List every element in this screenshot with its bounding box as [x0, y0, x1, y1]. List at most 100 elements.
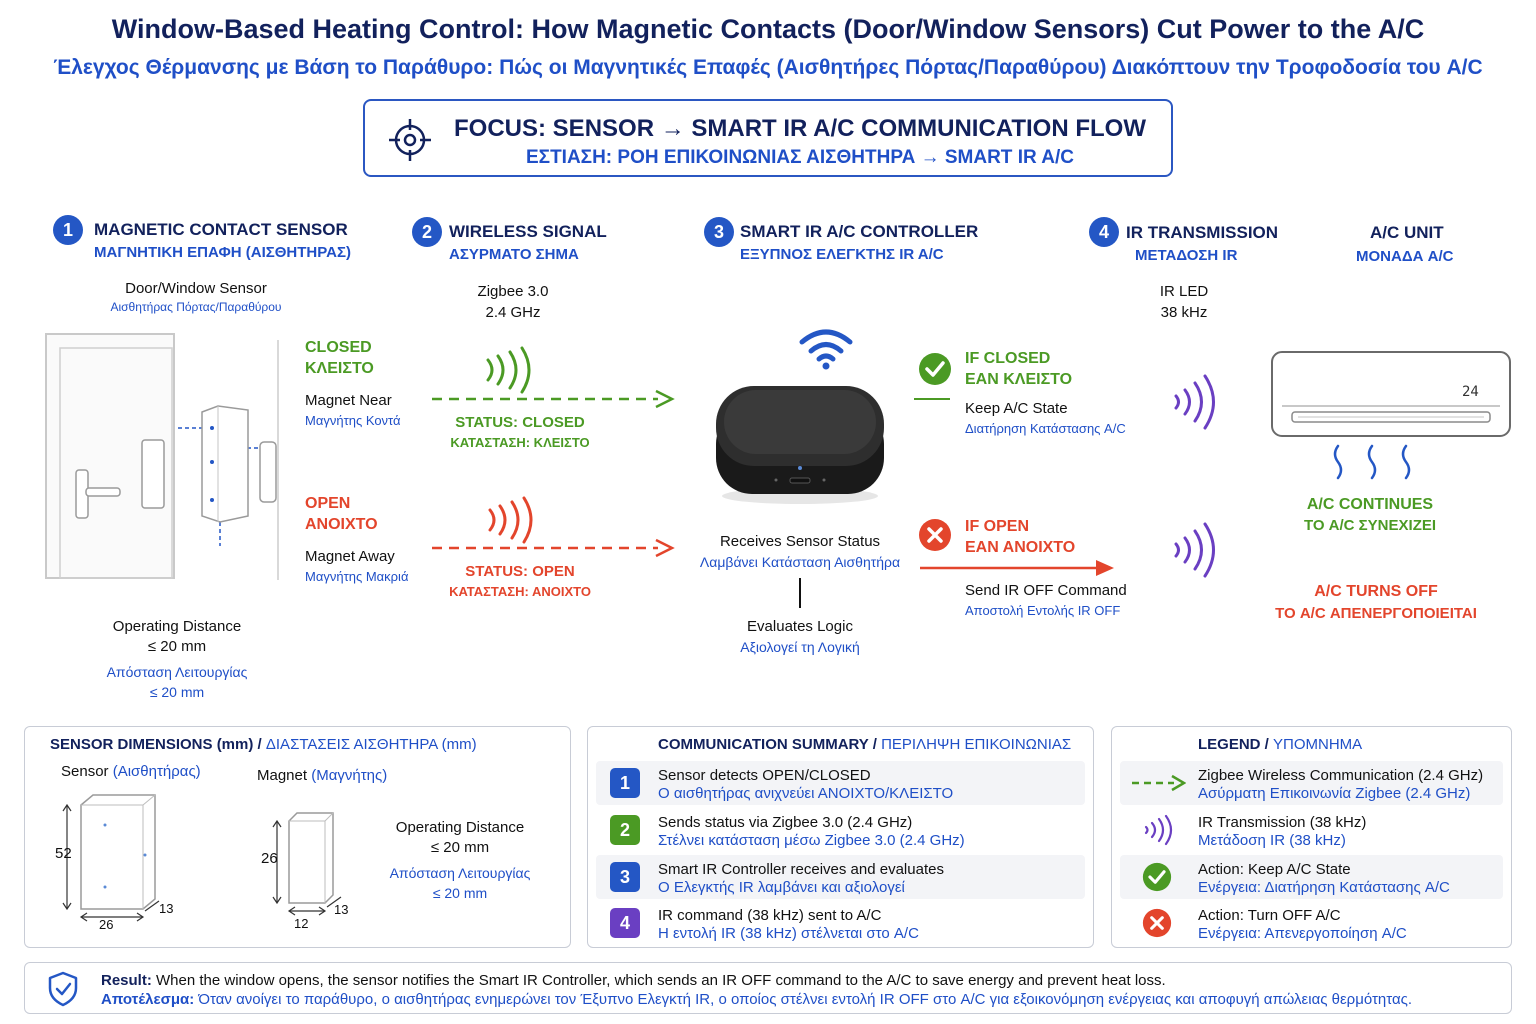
sensor-caption-greek: (Αισθητήρας) — [112, 763, 201, 780]
closed-label: CLOSED — [305, 339, 372, 356]
legend-row-text-greek: Ενέργεια: Διατήρηση Κατάστασης A/C — [1198, 879, 1450, 896]
keep-state-line — [914, 398, 950, 400]
keep-state-label: Keep A/C State — [965, 400, 1068, 417]
summary-step-badge: 2 — [610, 815, 640, 845]
ac-unit-illustration — [1271, 351, 1511, 480]
focus-banner: FOCUS: SENSOR → SMART IR A/C COMMUNICATI… — [363, 99, 1173, 177]
legend-row: Zigbee Wireless Communication (2.4 GHz) … — [1120, 761, 1503, 805]
result-label: Result: — [101, 972, 152, 989]
summary-row: 3 Smart IR Controller receives and evalu… — [596, 855, 1085, 899]
summary-row-text-greek: Στέλνει κατάσταση μέσω Zigbee 3.0 (2.4 G… — [658, 832, 965, 849]
evaluates-logic-label: Evaluates Logic — [747, 618, 853, 635]
keep-state-label-greek: Διατήρηση Κατάστασης A/C — [965, 421, 1126, 436]
dimensions-heading-en: SENSOR DIMENSIONS (mm) / — [50, 736, 262, 753]
ac-display: 24 — [1462, 384, 1479, 400]
focus-title: FOCUS: SENSOR → SMART IR A/C COMMUNICATI… — [454, 115, 1146, 142]
legend-row-text: Action: Turn OFF A/C — [1198, 907, 1341, 924]
result-banner: Result: When the window opens, the senso… — [24, 962, 1512, 1014]
wireless-signal-open-icon — [488, 496, 533, 544]
result-label-greek: Αποτέλεσμα: — [101, 991, 195, 1008]
result-text-greek: Αποτέλεσμα: Όταν ανοίγει το παράθυρο, ο … — [101, 991, 1412, 1008]
step-2-badge: 2 — [412, 217, 442, 247]
step-2-title-greek: ΑΣΥΡΜΑΤΟ ΣΗΜΑ — [449, 246, 579, 263]
summary-row-text: Smart IR Controller receives and evaluat… — [658, 861, 944, 878]
summary-step-badge: 3 — [610, 862, 640, 892]
summary-step-badge: 1 — [610, 768, 640, 798]
step-3-badge: 3 — [704, 217, 734, 247]
if-closed-label-greek: ΕΑΝ ΚΛΕΙΣΤΟ — [965, 371, 1073, 388]
magnet-dimension-drawing — [272, 812, 342, 916]
summary-row-text-greek: Ο Ελεγκτής IR λαμβάνει και αξιολογεί — [658, 879, 905, 896]
dim-distance-value-greek: ≤ 20 mm — [432, 885, 488, 901]
dimensions-heading-greek: ΔΙΑΣΤΑΣΕΙΣ ΑΙΣΘΗΤΗΡΑ (mm) — [265, 736, 477, 753]
step-4-title-greek: ΜΕΤΑΔΟΣΗ IR — [1135, 247, 1238, 264]
target-icon — [389, 119, 431, 161]
ac-continues-label-greek: ΤΟ A/C ΣΥΝΕΧΙΖΕΙ — [1303, 517, 1437, 534]
evaluates-logic-label-greek: Αξιολογεί τη Λογική — [740, 639, 860, 655]
wireless-signal-closed-icon — [486, 346, 531, 394]
summary-heading-greek: ΠΕΡΙΛΗΨΗ ΕΠΙΚΟΙΝΩΝΙΑΣ — [881, 736, 1072, 753]
magnet-near-label: Magnet Near — [305, 392, 392, 409]
open-label: OPEN — [305, 495, 351, 512]
send-ir-off-label-greek: Αποστολή Εντολής IR OFF — [965, 603, 1121, 618]
ir-wave-closed-icon — [1174, 374, 1215, 430]
dim-distance-value: ≤ 20 mm — [430, 839, 490, 856]
check-icon — [919, 353, 951, 385]
summary-row-text: Sends status via Zigbee 3.0 (2.4 GHz) — [658, 814, 913, 831]
sensor-dimension-drawing — [62, 794, 160, 922]
if-closed-label: IF CLOSED — [965, 350, 1051, 367]
legend-row-text-greek: Μετάδοση IR (38 kHz) — [1198, 832, 1346, 849]
ir-led-label: IR LED — [1159, 283, 1209, 300]
check-icon — [1142, 862, 1172, 892]
ac-turns-off-label: A/C TURNS OFF — [1314, 583, 1438, 600]
operating-distance-value-greek: ≤ 20 mm — [149, 684, 205, 700]
result-text-gr: Όταν ανοίγει το παράθυρο, ο αισθητήρας ε… — [198, 991, 1413, 1008]
legend-row-text: IR Transmission (38 kHz) — [1198, 814, 1367, 831]
status-closed-greek: ΚΑΤΑΣΤΑΣΗ: ΚΛΕΙΣΤΟ — [450, 435, 590, 450]
ir-wave-open-icon — [1174, 522, 1215, 578]
sensor-label: Door/Window Sensor — [125, 280, 267, 297]
legend-row: IR Transmission (38 kHz) Μετάδοση IR (38… — [1120, 808, 1503, 852]
summary-row: 1 Sensor detects OPEN/CLOSED Ο αισθητήρα… — [596, 761, 1085, 805]
flow-connector — [799, 578, 801, 608]
ac-turns-off-label-greek: ΤΟ A/C ΑΠΕΝΕΡΓΟΠΟΙΕΙΤΑΙ — [1275, 605, 1477, 622]
dim-distance-label: Operating Distance — [395, 819, 525, 836]
status-open: STATUS: OPEN — [465, 563, 575, 580]
operating-distance-value: ≤ 20 mm — [147, 638, 207, 655]
legend-panel: LEGEND / ΥΠΟΜΝΗΜΑ Zigbee Wireless Commun… — [1111, 726, 1512, 948]
legend-row: Action: Turn OFF A/C Ενέργεια: Απενεργοπ… — [1120, 901, 1503, 945]
cross-icon — [1142, 908, 1172, 938]
zigbee-protocol: Zigbee 3.0 — [477, 283, 549, 300]
dimensions-heading: SENSOR DIMENSIONS (mm) / ΔΙΑΣΤΑΣΕΙΣ ΑΙΣΘ… — [50, 736, 477, 753]
ac-unit-title-greek: ΜΟΝΑΔΑ A/C — [1356, 248, 1454, 265]
legend-row: Action: Keep A/C State Ενέργεια: Διατήρη… — [1120, 855, 1503, 899]
communication-summary-panel: COMMUNICATION SUMMARY / ΠΕΡΙΛΗΨΗ ΕΠΙΚΟΙΝ… — [587, 726, 1094, 948]
magnet-near-label-greek: Μαγνήτης Κοντά — [305, 413, 401, 428]
legend-heading-greek: ΥΠΟΜΝΗΜΑ — [1273, 736, 1363, 753]
magnet-depth: 13 — [334, 902, 349, 917]
step-4-badge: 4 — [1089, 217, 1119, 247]
send-ir-off-label: Send IR OFF Command — [965, 582, 1127, 599]
step-3-title: SMART IR A/C CONTROLLER — [740, 222, 979, 241]
zigbee-frequency: 2.4 GHz — [485, 304, 541, 321]
smart-ir-controller-device — [716, 386, 884, 504]
if-open-label-greek: ΕΑΝ ΑΝΟΙΧΤΟ — [965, 539, 1076, 556]
sensor-width: 26 — [99, 917, 114, 932]
status-closed: STATUS: CLOSED — [455, 414, 585, 431]
legend-row-text: Action: Keep A/C State — [1198, 861, 1351, 878]
if-open-label: IF OPEN — [965, 518, 1030, 535]
receives-status-label: Receives Sensor Status — [719, 533, 881, 550]
magnet-caption-greek: (Μαγνήτης) — [311, 767, 388, 784]
dashed-arrow-icon — [1132, 774, 1186, 792]
operating-distance-label: Operating Distance — [112, 618, 242, 635]
page-title: Window-Based Heating Control: How Magnet… — [111, 14, 1425, 44]
receives-status-label-greek: Λαμβάνει Κατάσταση Αισθητήρα — [699, 554, 901, 570]
open-label-greek: ΑΝΟΙΧΤΟ — [305, 516, 378, 533]
legend-row-text-greek: Ασύρματη Επικοινωνία Zigbee (2.4 GHz) — [1198, 785, 1471, 802]
step-1-title-greek: ΜΑΓΝΗΤΙΚΗ ΕΠΑΦΗ (ΑΙΣΘΗΤΗΡΑΣ) — [94, 244, 351, 261]
summary-row: 2 Sends status via Zigbee 3.0 (2.4 GHz) … — [596, 808, 1085, 852]
summary-row: 4 IR command (38 kHz) sent to A/C Η εντο… — [596, 901, 1085, 945]
shield-check-icon — [48, 971, 78, 1007]
magnet-caption: Magnet (Μαγνήτης) — [257, 767, 387, 784]
ir-frequency: 38 kHz — [1160, 304, 1208, 321]
